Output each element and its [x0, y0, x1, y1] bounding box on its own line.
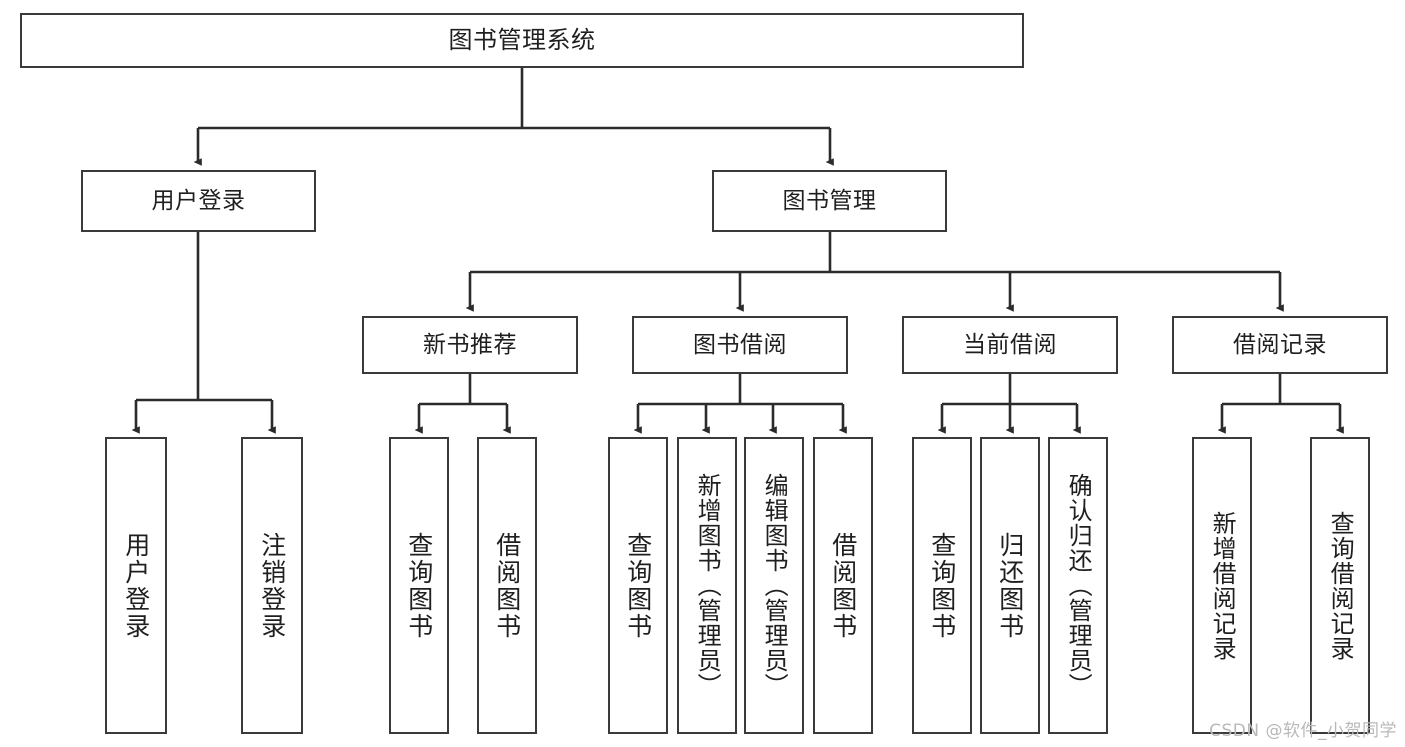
leaf-current-confirm-return-admin[interactable]: 确认归还（管理员） [1048, 437, 1108, 734]
node-label: 注销登录 [257, 531, 287, 640]
leaf-recommend-query-book[interactable]: 查询图书 [389, 437, 449, 734]
leaf-recommend-borrow-book[interactable]: 借阅图书 [477, 437, 537, 734]
node-label: 查询借阅记录 [1326, 510, 1355, 661]
node-label: 新增借阅记录 [1208, 510, 1237, 661]
node-new-book-recommend[interactable]: 新书推荐 [362, 316, 578, 374]
node-book-borrow[interactable]: 图书借阅 [632, 316, 848, 374]
node-label: 图书管理系统 [448, 25, 596, 54]
node-label: 图书管理 [782, 187, 877, 214]
node-label: 借阅记录 [1233, 331, 1327, 358]
node-label: 查询图书 [927, 531, 957, 640]
node-label: 编辑图书（管理员） [760, 473, 789, 698]
node-label: 借阅图书 [828, 531, 858, 640]
leaf-current-query-book[interactable]: 查询图书 [912, 437, 972, 734]
node-label: 归还图书 [995, 531, 1025, 640]
leaf-borrow-edit-book-admin[interactable]: 编辑图书（管理员） [744, 437, 804, 734]
leaf-current-return-book[interactable]: 归还图书 [980, 437, 1040, 734]
node-current-borrow[interactable]: 当前借阅 [902, 316, 1118, 374]
leaf-record-add-borrow-record[interactable]: 新增借阅记录 [1192, 437, 1252, 734]
leaf-user-logout[interactable]: 注销登录 [241, 437, 303, 734]
csdn-watermark: CSDN @软件_小贺同学 [1209, 721, 1397, 741]
node-label: 当前借阅 [963, 331, 1057, 358]
leaf-borrow-borrow-book[interactable]: 借阅图书 [813, 437, 873, 734]
node-root-system[interactable]: 图书管理系统 [20, 13, 1024, 68]
node-label: 确认归还（管理员） [1064, 473, 1093, 698]
node-label: 用户登录 [151, 187, 246, 214]
node-label: 新书推荐 [423, 331, 517, 358]
leaf-record-query-borrow-record[interactable]: 查询借阅记录 [1310, 437, 1370, 734]
node-user-login[interactable]: 用户登录 [81, 170, 316, 232]
leaf-borrow-query-book[interactable]: 查询图书 [608, 437, 668, 734]
node-label: 查询图书 [404, 531, 434, 640]
node-label: 新增图书（管理员） [693, 473, 722, 698]
node-borrow-record[interactable]: 借阅记录 [1172, 316, 1388, 374]
node-label: 借阅图书 [492, 531, 522, 640]
node-label: 用户登录 [121, 531, 151, 640]
node-book-management[interactable]: 图书管理 [712, 170, 947, 232]
node-label: 图书借阅 [693, 331, 787, 358]
node-label: 查询图书 [623, 531, 653, 640]
leaf-borrow-add-book-admin[interactable]: 新增图书（管理员） [677, 437, 737, 734]
leaf-user-login[interactable]: 用户登录 [105, 437, 167, 734]
